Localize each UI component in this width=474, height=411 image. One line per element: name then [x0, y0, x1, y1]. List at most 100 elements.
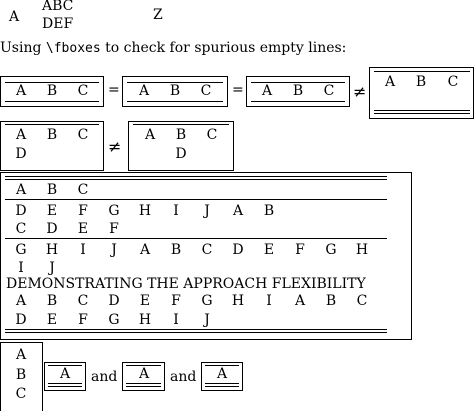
fbox-3: [246, 76, 350, 107]
fbox-4-rule-bottom-2: [374, 113, 470, 114]
fbox-6-rule-top: [133, 124, 229, 125]
small-fbox-3-cell: A: [216, 366, 228, 382]
small-fbox-3-rule-bottom-1: [205, 383, 239, 384]
table-rule: [5, 176, 387, 177]
small-fbox-1: [44, 362, 86, 391]
small-fbox-3-rule-bottom-2: [205, 386, 239, 387]
fbox-5-cell: B: [46, 127, 58, 143]
stack-cell: A: [15, 347, 27, 363]
table-rule: [5, 329, 387, 330]
table-cell: G: [201, 293, 213, 309]
fbox-1-cell: B: [46, 83, 58, 99]
table-cell: G: [108, 312, 120, 328]
table-cell: J: [204, 312, 210, 328]
table-cell: F: [109, 221, 119, 237]
fbox-4-rule-top: [374, 71, 470, 72]
table-cell: A: [294, 293, 306, 309]
fbox-2: [122, 76, 228, 107]
small-fbox-1-rule-top: [48, 365, 82, 366]
table-cell: F: [295, 242, 305, 258]
fbox-3-cell: A: [261, 83, 273, 99]
table-rule: [5, 179, 387, 180]
table-cell: C: [77, 293, 89, 309]
fbox-6-cell: C: [206, 127, 218, 143]
table-cell: E: [46, 203, 58, 219]
table-rule: [5, 199, 387, 200]
top-left-letter: A: [9, 9, 20, 25]
table-cell: J: [204, 203, 210, 219]
table-cell: D: [15, 203, 27, 219]
table-cell: G: [108, 203, 120, 219]
small-fbox-1-rule-bottom-1: [48, 383, 82, 384]
fbox-5-cell: C: [77, 127, 89, 143]
small-fbox-2-rule-bottom-1: [126, 383, 161, 384]
table-cell: D: [108, 293, 120, 309]
small-fbox-1-cell: A: [59, 366, 71, 382]
intro-prefix: Using: [0, 40, 46, 56]
table-cell: F: [78, 312, 88, 328]
table-cell: A: [232, 203, 244, 219]
table-cell: A: [15, 182, 27, 198]
fbox-5-rule-top: [5, 124, 99, 125]
fboxes-command: \fboxes: [45, 41, 101, 56]
table-cell: A: [15, 293, 27, 309]
fbox-2-cell: B: [169, 83, 181, 99]
fbox-6: [128, 121, 234, 171]
fbox-1-rule-top: [5, 82, 99, 83]
table-cell: H: [45, 242, 59, 258]
fbox-2-cell: A: [138, 83, 150, 99]
fbox-5-cell: D: [15, 146, 27, 162]
stack-fbox: [0, 342, 43, 411]
top-stack-first: ABC: [42, 0, 74, 14]
top-stack-second: DEF: [42, 16, 74, 32]
fbox-5-cell: A: [15, 127, 27, 143]
table-cell: D: [46, 221, 58, 237]
table-cell: J: [49, 260, 55, 276]
small-fbox-1-rule-bottom-2: [48, 386, 82, 387]
small-fbox-2-rule-top: [126, 365, 161, 366]
table-cell: F: [171, 293, 181, 309]
table-cell: E: [77, 221, 89, 237]
fbox-3-rule-bottom: [251, 101, 345, 102]
small-fbox-3: [201, 362, 243, 391]
table-rule: [5, 238, 387, 239]
table-cell: A: [139, 242, 151, 258]
table-cell: H: [231, 293, 245, 309]
fbox-3-rule-top: [251, 82, 345, 83]
intro-sentence: Using \fboxes to check for spurious empt…: [0, 40, 346, 56]
table-cell: G: [325, 242, 337, 258]
table-cell: D: [15, 312, 27, 328]
equals-sign-1: =: [108, 82, 120, 98]
fbox-2-rule-top: [127, 82, 223, 83]
small-fbox-2-rule-bottom-2: [126, 386, 161, 387]
fbox-1-rule-bottom: [5, 101, 99, 102]
not-equal-sign-2: ≠: [108, 137, 122, 156]
table-cell: I: [266, 293, 272, 309]
table-cell: I: [80, 242, 86, 258]
table-cell: C: [201, 242, 213, 258]
table-cell: C: [356, 293, 368, 309]
table-cell: B: [46, 293, 58, 309]
table-cell: H: [138, 312, 152, 328]
table-cell: I: [173, 312, 179, 328]
table-cell: F: [78, 203, 88, 219]
fbox-2-rule-bottom: [127, 101, 223, 102]
table-fbox: [0, 172, 412, 340]
equals-sign-2: =: [232, 82, 244, 98]
top-right-letter: Z: [153, 7, 163, 23]
fbox-4-cell: A: [384, 74, 396, 90]
fbox-1-cell: C: [77, 83, 89, 99]
fbox-1-cell: A: [15, 83, 27, 99]
small-fbox-2-cell: A: [138, 366, 150, 382]
table-cell: E: [139, 293, 151, 309]
intro-suffix: to check for spurious empty lines:: [100, 40, 347, 56]
table-cell: B: [170, 242, 182, 258]
table-cell: D: [232, 242, 244, 258]
fbox-4-cell: C: [447, 74, 459, 90]
fbox-5: [0, 121, 104, 171]
small-fbox-3-rule-top: [205, 365, 239, 366]
table-cell: I: [18, 260, 24, 276]
fbox-4-cell: B: [415, 74, 427, 90]
fbox-3-cell: C: [323, 83, 335, 99]
fbox-6-cell: D: [175, 146, 187, 162]
